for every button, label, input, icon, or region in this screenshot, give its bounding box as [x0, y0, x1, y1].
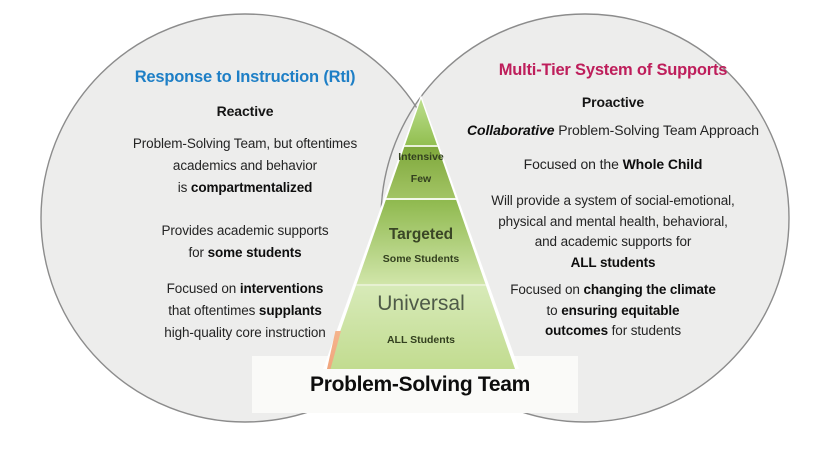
- tier-targeted-label: Targeted: [388, 226, 454, 243]
- text-segment: to: [546, 302, 562, 318]
- text-line: physical and mental health, behavioral,: [498, 213, 728, 229]
- mtss-paragraph-1: Will provide a system of social-emotiona…: [437, 191, 789, 273]
- mtss-paragraph-2: Focused on changing the climate to ensur…: [437, 280, 789, 342]
- mtss-title: Multi-Tier System of Supports: [498, 61, 728, 79]
- text-segment: for students: [607, 323, 681, 338]
- text-line: Will provide a system of social-emotiona…: [491, 193, 735, 208]
- text-line: Focused on interventions: [70, 278, 420, 300]
- text-segment-bold: interventions: [239, 281, 324, 296]
- text-segment: is: [177, 180, 191, 195]
- text-segment: Focused on: [510, 282, 584, 297]
- text-segment: Focused on: [166, 281, 240, 296]
- rti-paragraph-3: Focused on interventions that oftentimes…: [70, 278, 420, 344]
- text-line: ALL students: [437, 253, 789, 274]
- text-line: is compartmentalized: [70, 177, 420, 199]
- rti-paragraph-1: Problem-Solving Team, but oftentimes aca…: [70, 133, 420, 199]
- text-line: Problem-Solving Team, but oftentimes: [132, 136, 358, 151]
- tier-universal-sublabel: ALL Students: [386, 334, 456, 346]
- text-line: Focused on changing the climate: [437, 280, 789, 301]
- text-line: high-quality core instruction: [164, 325, 326, 340]
- pyramid-universal-band: [327, 284, 515, 369]
- tier-intensive-sublabel: Few: [410, 173, 432, 185]
- rti-subtitle: Reactive: [216, 103, 274, 119]
- tier-universal-label: Universal: [377, 292, 465, 315]
- text-segment: Focused on the: [523, 156, 623, 172]
- text-segment: for: [188, 245, 208, 260]
- mtss-whole-child-line: Focused on the Whole Child: [437, 153, 789, 175]
- text-segment-bold: supplants: [258, 303, 322, 318]
- mtss-column: Multi-Tier System of Supports Proactive …: [437, 61, 789, 342]
- text-line: for some students: [70, 242, 420, 264]
- text-line: that oftentimes supplants: [70, 300, 420, 322]
- text-segment-bold: outcomes: [545, 323, 608, 338]
- text-segment: that oftentimes: [168, 303, 259, 318]
- text-segment-bold: ensuring equitable: [561, 302, 680, 318]
- mtss-subtitle: Proactive: [581, 94, 645, 110]
- tier-targeted-sublabel: Some Students: [382, 253, 460, 265]
- text-segment-bold-italic: Collaborative: [467, 122, 555, 138]
- text-segment-bold: Whole Child: [622, 156, 703, 172]
- text-line: and academic supports for: [534, 234, 692, 249]
- rti-column: Response to Instruction (RtI) Reactive P…: [70, 68, 420, 344]
- text-segment-bold: compartmentalized: [190, 180, 313, 195]
- text-segment-bold: ALL students: [570, 254, 656, 270]
- text-line: to ensuring equitable: [437, 301, 789, 322]
- rti-paragraph-2: Provides academic supports for some stud…: [70, 220, 420, 264]
- rti-title: Response to Instruction (RtI): [134, 68, 356, 86]
- tier-intensive-label: Intensive: [398, 151, 444, 163]
- text-line: Provides academic supports: [161, 223, 329, 238]
- text-segment: Problem-Solving Team Approach: [554, 122, 759, 138]
- problem-solving-team-label: Problem-Solving Team: [310, 373, 530, 396]
- text-segment-bold: changing the climate: [583, 282, 716, 297]
- text-line: academics and behavior: [172, 158, 318, 173]
- text-segment-bold: some students: [207, 245, 302, 260]
- text-line: outcomes for students: [437, 321, 789, 342]
- mtss-collaborative-line: Collaborative Problem-Solving Team Appro…: [437, 119, 789, 141]
